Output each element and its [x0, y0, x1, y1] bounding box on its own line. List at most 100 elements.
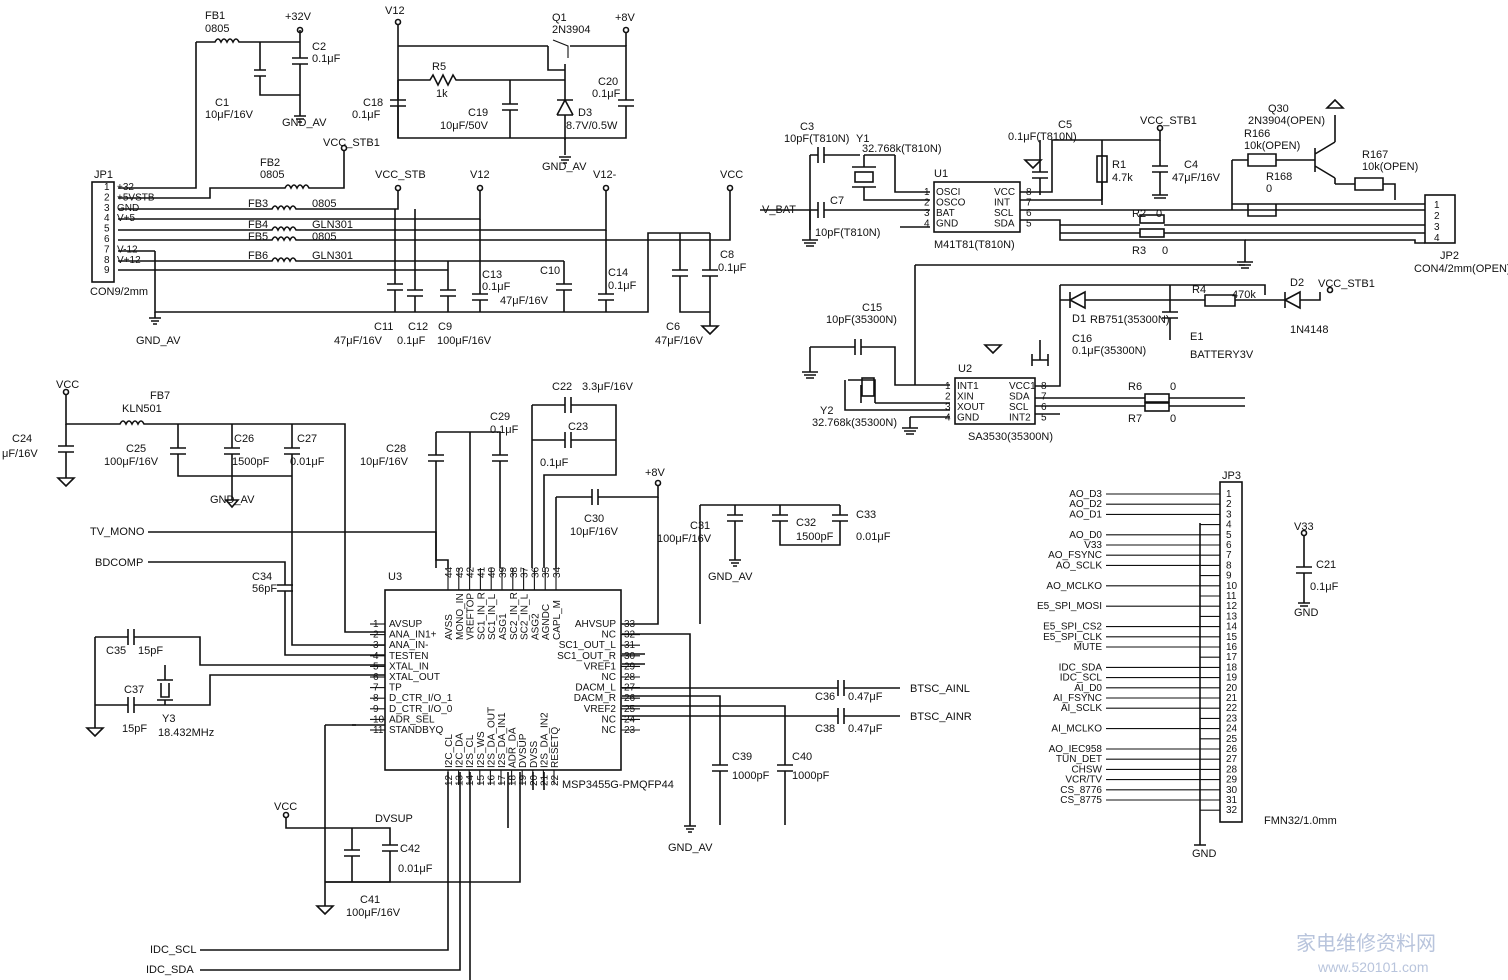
u3-pin-name: TP	[389, 683, 402, 694]
fb4-value: GLN301	[312, 219, 353, 231]
jp3-net-label: AO_D3	[1069, 489, 1102, 500]
r1-value: 4.7k	[1112, 172, 1133, 184]
v12n-label: V12-	[593, 169, 617, 181]
chip-pin-number: 1	[924, 187, 930, 198]
jp3-pin-number: 30	[1226, 785, 1238, 796]
c7-value: 10pF(T810N)	[815, 227, 880, 239]
c9-value: 100μF/16V	[437, 335, 492, 347]
jp3-pins: 1234567891011121314151617181920212223242…	[1200, 489, 1238, 816]
u3-pin-name: AVSS	[444, 614, 455, 640]
v12-label-2: V12	[470, 169, 490, 181]
fb3-ref: FB3	[248, 198, 268, 210]
c28-ref: C28	[386, 443, 406, 455]
c32-value: 1500pF	[796, 531, 834, 543]
fb4-ref: FB4	[248, 219, 268, 231]
u3-pin-name: I2S_WS	[476, 731, 487, 768]
u3-pin-number: 15	[476, 774, 487, 786]
jp3-pin-number: 31	[1226, 795, 1238, 806]
vcc-stb1-label-3: VCC_STB1	[1318, 278, 1375, 290]
jp3-pin-number: 16	[1226, 642, 1238, 653]
jp3-net-label: AO_D0	[1069, 530, 1102, 541]
jp3-pin-number: 23	[1226, 713, 1238, 724]
net-bdcomp: BDCOMP	[95, 557, 143, 569]
chip-pin-number: 8	[1026, 187, 1032, 198]
jp3-pin-number: 8	[1226, 560, 1232, 571]
u3-pin-name: AHVSUP	[575, 619, 616, 630]
jp3-net-label: AO_D2	[1069, 499, 1102, 510]
jp3-net-label: AO_D1	[1069, 509, 1102, 520]
c34-ref: C34	[252, 571, 272, 583]
u3-pin-number: 13	[455, 774, 466, 786]
c10-ref: C10	[540, 265, 560, 277]
c37-value: 15pF	[122, 723, 147, 735]
jp3-net-label: V33	[1084, 540, 1102, 551]
e1-value: BATTERY3V	[1190, 349, 1254, 361]
c33-value: 0.01μF	[856, 531, 891, 543]
jp3-net-label: AO_IEC958	[1049, 744, 1103, 755]
jp1-pin-number: 9	[104, 265, 110, 276]
c26-ref: C26	[234, 433, 254, 445]
p8-label-2: +8V	[645, 467, 666, 479]
u2-value: SA3530(35300N)	[968, 431, 1053, 443]
c16-ref: C16	[1072, 333, 1092, 345]
u3-pin-name: ANA_IN-	[389, 640, 428, 651]
c22-value: 3.3μF/16V	[582, 381, 634, 393]
u3-pin-number: 2	[373, 630, 379, 641]
u3-pin-number: 39	[498, 566, 509, 578]
net-idc-sda: IDC_SDA	[146, 964, 194, 976]
jp3-net-label: MUTE	[1074, 642, 1103, 653]
u2-rtc-circuit	[802, 264, 1334, 435]
gnd-label-1: GND	[1192, 848, 1217, 860]
c8-ref: C8	[720, 249, 734, 261]
u3-pin-name: NC	[602, 672, 616, 683]
c12-ref: C12	[408, 321, 428, 333]
u3-pin-name: XTAL_OUT	[389, 672, 440, 683]
r167-value: 10k(OPEN)	[1362, 161, 1418, 173]
u3-pin-name: DACM_R	[574, 693, 616, 704]
fb2-value: 0805	[260, 169, 284, 181]
c16-value: 0.1μF(35300N)	[1072, 345, 1146, 357]
dvsup-label: DVSUP	[375, 813, 413, 825]
vcc-label-3: VCC	[274, 801, 297, 813]
d3-ref: D3	[578, 107, 592, 119]
c1-value: 10μF/16V	[205, 109, 254, 121]
c25-ref: C25	[126, 443, 146, 455]
vcc-label-1: VCC	[720, 169, 743, 181]
u3-pin-number: 19	[518, 774, 529, 786]
svg-text:1: 1	[1434, 200, 1440, 211]
r1-ref: R1	[1112, 159, 1126, 171]
c20-value: 0.1μF	[592, 88, 621, 100]
y3-ref: Y3	[162, 713, 175, 725]
jp1-pin-number: 7	[104, 244, 110, 255]
c14-ref: C14	[608, 267, 628, 279]
jp3-pin-number: 11	[1226, 591, 1237, 602]
net-btsc-ainr: BTSC_AINR	[910, 711, 972, 723]
c27-ref: C27	[297, 433, 317, 445]
jp3-net-label: CS_8775	[1060, 795, 1102, 806]
c8-value: 0.1μF	[718, 262, 747, 274]
fb5-value: 0805	[312, 231, 336, 243]
chip-pin-number: 3	[945, 402, 951, 413]
u3-pin-name: SC2_IN_R	[509, 592, 520, 640]
jp1-pin-label: V+5	[117, 213, 136, 224]
jp2-value: CON4/2mm(OPEN)	[1414, 263, 1508, 275]
fb1-filter	[118, 26, 308, 189]
u3-pin-number: 1	[373, 619, 379, 630]
r168-value: 0	[1266, 183, 1272, 195]
c3-ref: C3	[800, 121, 814, 133]
u3-pin-name: TESTEN	[389, 651, 428, 662]
u1-value: M41T81(T810N)	[934, 239, 1015, 251]
c21-value: 0.1μF	[1310, 581, 1339, 593]
chip-pin-name: SDA	[1009, 392, 1030, 403]
c39-value: 1000pF	[732, 770, 770, 782]
chip-pin-name: GND	[957, 413, 979, 424]
jp3-pin-number: 25	[1226, 734, 1238, 745]
c31-value: 100μF/16V	[657, 533, 712, 545]
p32-label: +32V	[285, 11, 312, 23]
c42-value: 0.01μF	[398, 863, 433, 875]
c11-ref: C11	[374, 321, 393, 333]
r6-value: 0	[1170, 381, 1176, 393]
c15-ref: C15	[862, 302, 882, 314]
jp3-pin-number: 22	[1226, 703, 1238, 714]
q30-ref: Q30	[1268, 103, 1289, 115]
